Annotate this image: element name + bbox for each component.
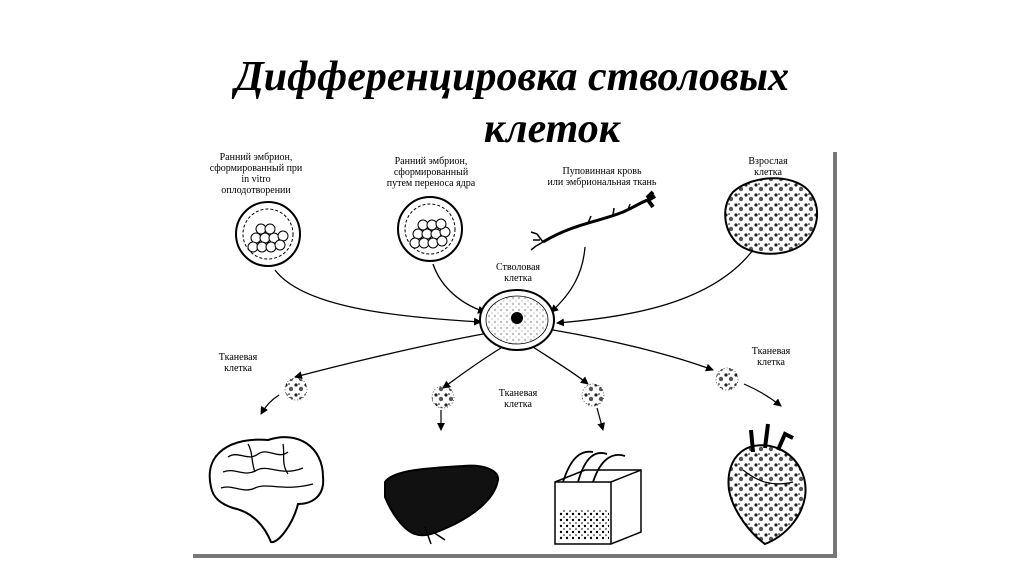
brain-icon	[208, 436, 325, 544]
output-arrows	[294, 329, 714, 389]
stem-cell-diagram: Ранний эмбрион, сформированный при in vi…	[193, 152, 837, 558]
page-title: Дифференцировка стволовых	[235, 54, 789, 100]
tissue-cell-label-left: Тканевая клетка	[218, 352, 258, 374]
input-arrows	[274, 246, 754, 327]
tissue-cell-label-middle: Тканевая клетка	[498, 388, 538, 410]
diagram-graphics	[208, 177, 819, 546]
source-label-ivf-embryo: Ранний эмбрион, сформированный при in vi…	[209, 152, 303, 196]
skin-icon	[554, 450, 642, 545]
cord-blood-icon	[530, 190, 656, 251]
stem-cell-label: Стволовая клетка	[495, 262, 541, 284]
liver-icon	[384, 464, 499, 545]
tissue-cell-icons	[284, 367, 739, 409]
source-label-cord-blood: Пуповинная кровь или эмбриональная ткань	[547, 166, 657, 188]
page-title-line2: клеток	[483, 106, 621, 152]
adult-cell-icon	[724, 177, 819, 255]
source-label-nuclear-transfer: Ранний эмбрион, сформированный путем пер…	[386, 156, 476, 189]
source-label-adult-cell: Взрослая клетка	[748, 156, 788, 178]
organ-arrows	[260, 383, 782, 431]
heart-icon	[727, 423, 807, 546]
tissue-cell-label-right: Тканевая клетка	[751, 346, 791, 368]
ivf-embryo-icon	[235, 201, 301, 267]
stem-cell-icon	[479, 289, 555, 351]
nuclear-transfer-embryo-icon	[397, 196, 463, 262]
